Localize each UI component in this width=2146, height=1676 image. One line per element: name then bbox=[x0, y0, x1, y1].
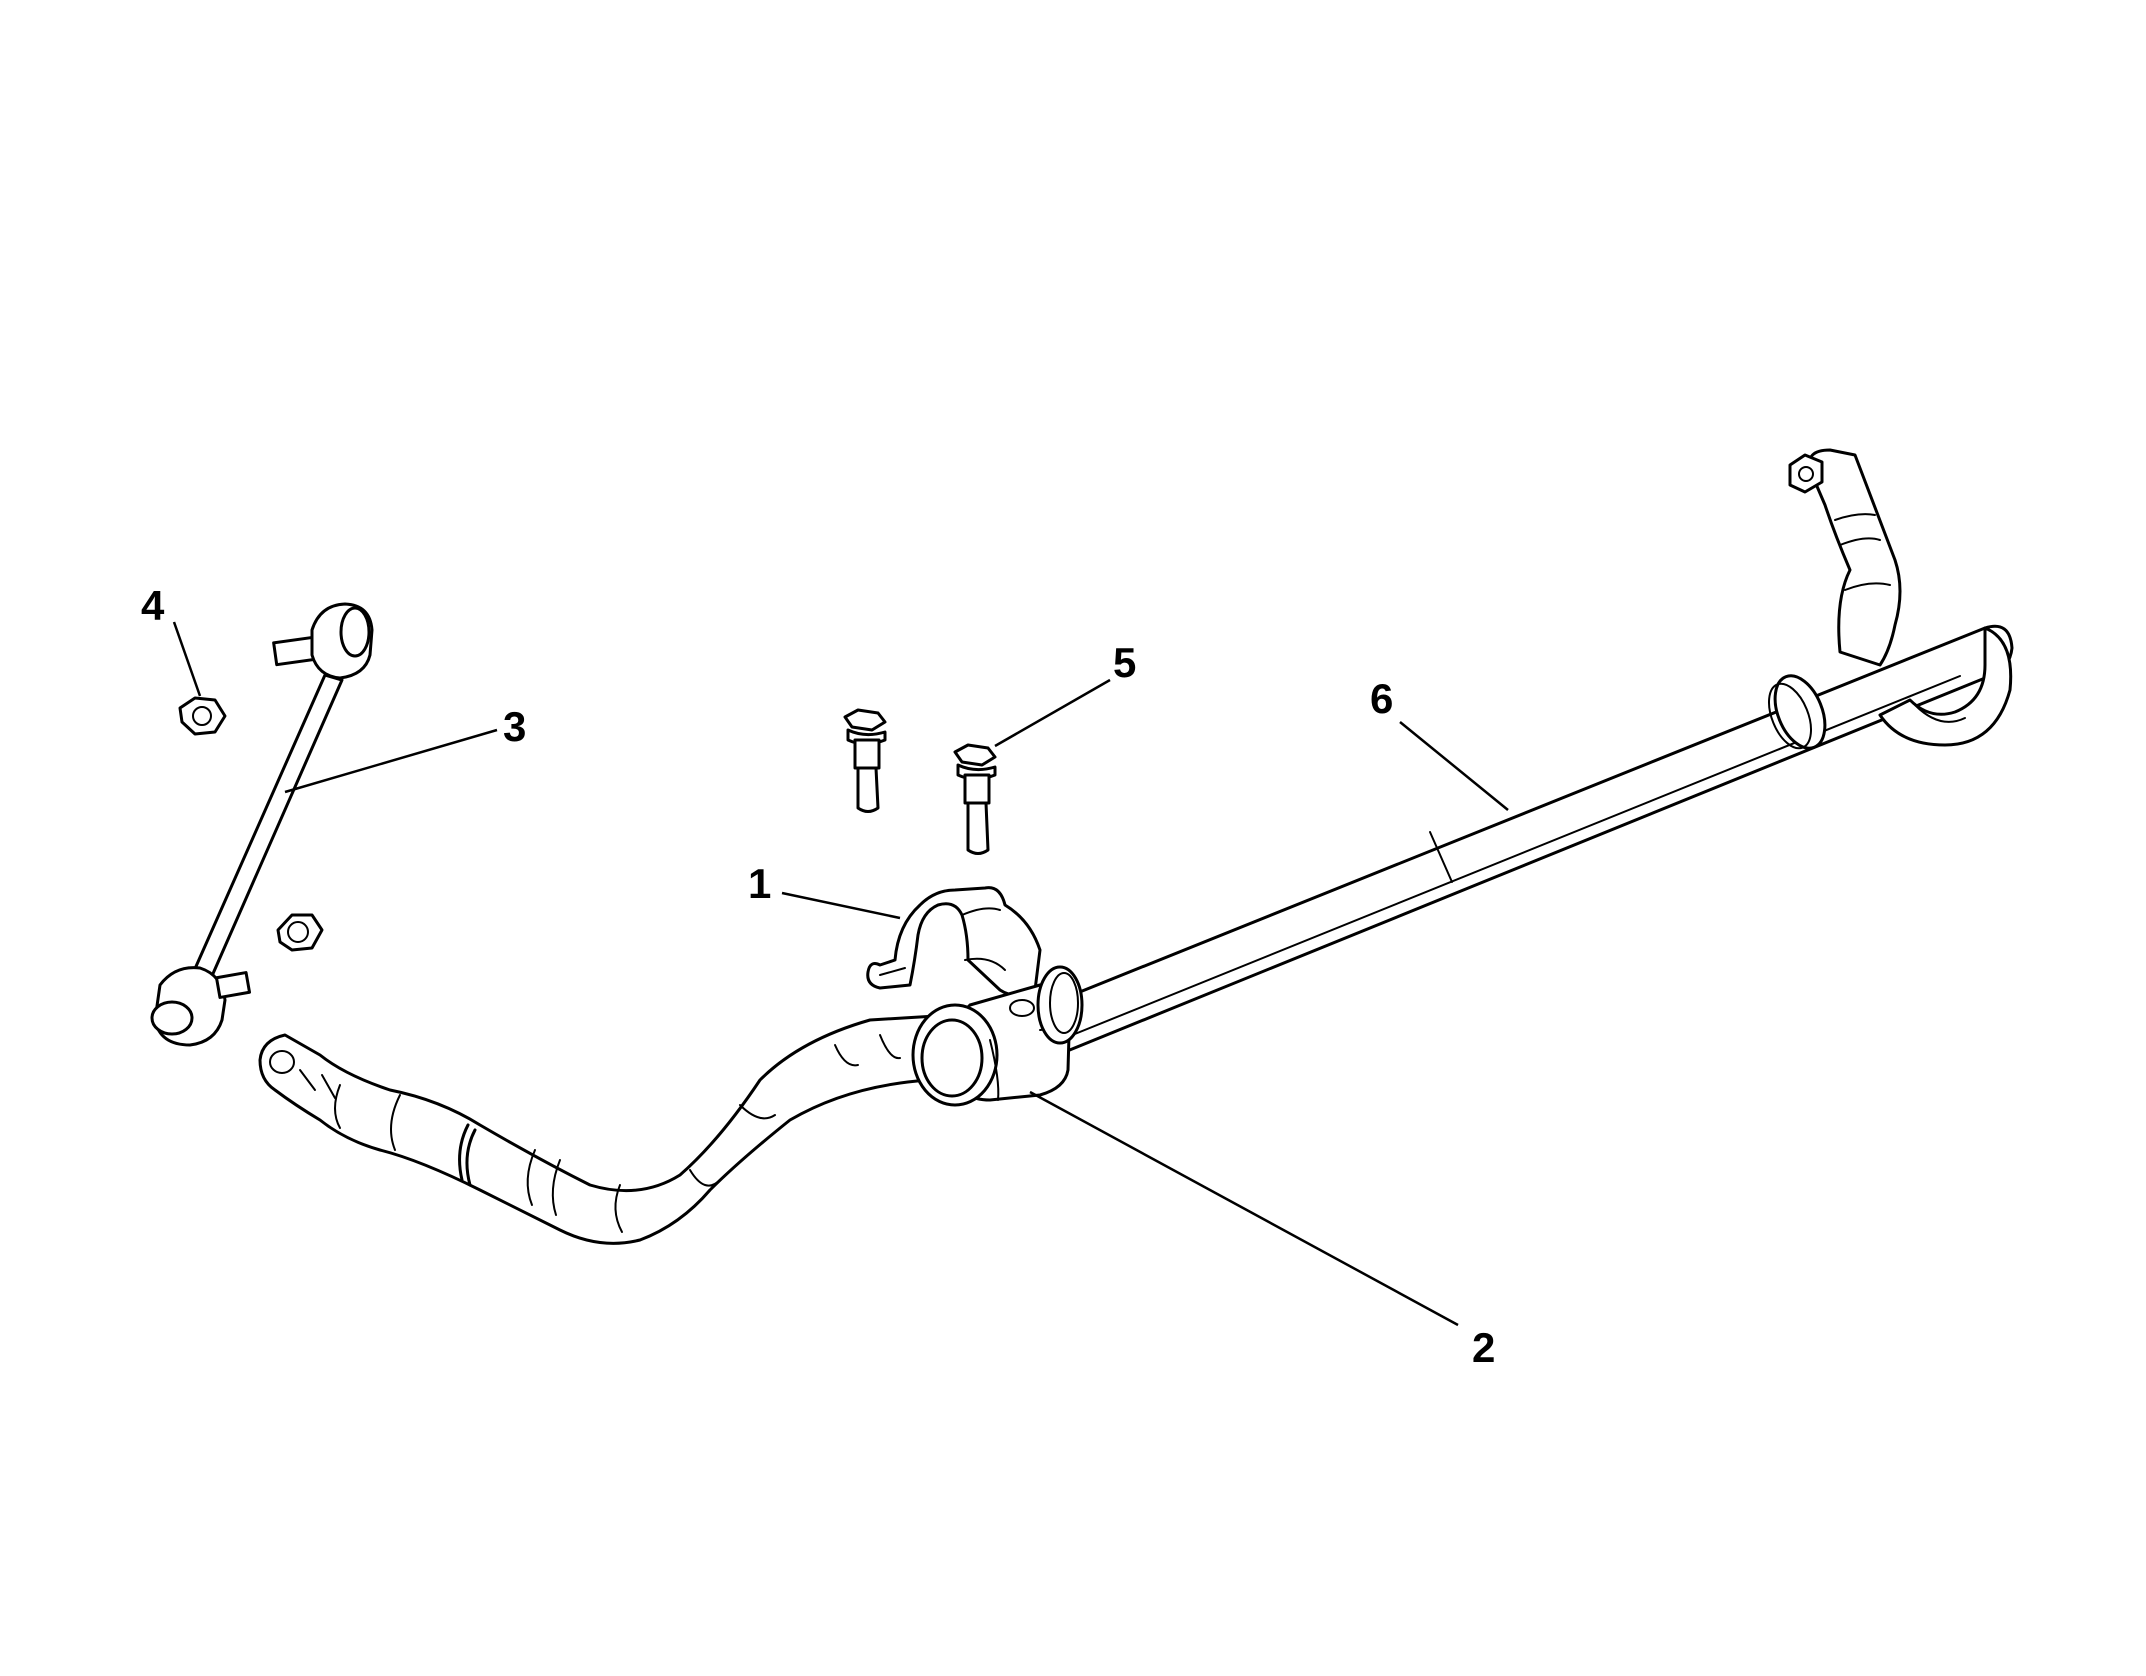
callout-6: 6 bbox=[1370, 675, 1393, 722]
bar-retainer-ring-right bbox=[1768, 674, 1827, 750]
stabilizer-link bbox=[150, 602, 374, 1047]
leader-2 bbox=[1029, 1090, 1459, 1327]
callout-5: 5 bbox=[1113, 639, 1136, 686]
bar-bushing bbox=[911, 965, 1084, 1107]
right-end-link-nut bbox=[1788, 453, 1824, 494]
leader-4 bbox=[172, 621, 202, 697]
bolt-right bbox=[953, 743, 997, 855]
callout-3: 3 bbox=[503, 703, 526, 750]
leader-6 bbox=[1399, 721, 1509, 811]
bushing-clamp bbox=[866, 886, 1042, 997]
bolt-left bbox=[843, 708, 887, 813]
stabilizer-bar bbox=[258, 448, 2014, 1245]
leader-5 bbox=[994, 678, 1111, 748]
callout-4: 4 bbox=[141, 582, 165, 629]
callout-2: 2 bbox=[1472, 1324, 1495, 1371]
nut-lower bbox=[276, 913, 324, 952]
left-end-eye bbox=[269, 1050, 336, 1099]
leader-1 bbox=[781, 891, 901, 920]
nut-upper bbox=[178, 696, 227, 736]
leader-3 bbox=[284, 728, 498, 794]
callout-1: 1 bbox=[748, 860, 771, 907]
